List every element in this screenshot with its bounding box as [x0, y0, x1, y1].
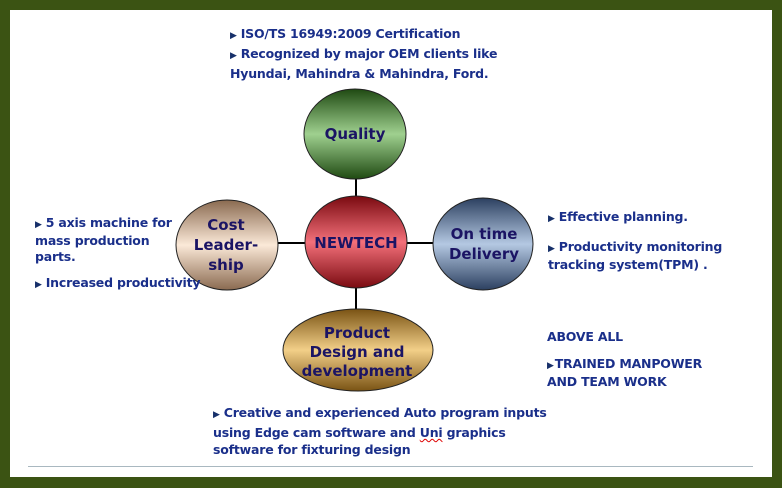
note-text: 5 axis machine for	[45, 215, 172, 230]
note-text: Effective planning.	[558, 209, 688, 224]
note-text: tracking system(TPM) .	[548, 257, 708, 272]
bullet-icon: ▶	[548, 244, 555, 254]
note-text: mass production	[35, 233, 150, 248]
above-all-notes: ABOVE ALL ▶TRAINED MANPOWER AND TEAM WOR…	[547, 329, 702, 390]
product-label-1: Product	[324, 324, 390, 342]
cost-notes: ▶5 axis machine for mass production part…	[35, 215, 201, 293]
delivery-notes: ▶Effective planning. ▶Productivity monit…	[548, 209, 722, 273]
bullet-icon: ▶	[548, 214, 555, 224]
note-text: ISO/TS 16949:2009 Certification	[240, 26, 461, 41]
bullet-icon: ▶	[230, 31, 237, 41]
product-notes: ▶Creative and experienced Auto program i…	[213, 404, 547, 458]
note-text: Hyundai, Mahindra & Mahindra, Ford.	[230, 66, 489, 81]
note-text: Uni	[419, 425, 443, 440]
note-text: parts.	[35, 249, 76, 264]
bullet-icon: ▶	[213, 410, 220, 420]
product-label-3: development	[302, 362, 413, 380]
note-text: Increased productivity	[45, 275, 201, 290]
note-text: AND TEAM WORK	[547, 374, 667, 389]
node-quality	[303, 88, 407, 180]
product-label-2: Design and	[310, 343, 405, 361]
bullet-icon: ▶	[35, 220, 42, 230]
bullet-icon: ▶	[547, 361, 554, 371]
delivery-label-2: Delivery	[449, 245, 519, 263]
node-cost	[175, 199, 279, 291]
connectors	[278, 178, 434, 311]
bullet-icon: ▶	[230, 51, 237, 61]
quality-label: Quality	[325, 125, 386, 143]
footer-divider	[28, 466, 753, 467]
note-text: graphics	[442, 425, 506, 440]
cost-label-2: Leader-	[194, 236, 258, 254]
newtech-label: NEWTECH	[314, 234, 397, 252]
node-product	[282, 308, 434, 392]
quality-notes: ▶ISO/TS 16949:2009 Certification ▶Recogn…	[230, 25, 497, 82]
note-text: Productivity monitoring	[558, 239, 723, 254]
cost-label-1: Cost	[207, 216, 244, 234]
note-text: Recognized by major OEM clients like	[240, 46, 498, 61]
cost-label-3: ship	[208, 256, 244, 274]
note-text: using Edge cam software and	[213, 425, 420, 440]
above-all-heading: ABOVE ALL	[547, 329, 623, 344]
node-delivery	[432, 197, 534, 291]
node-newtech	[304, 195, 408, 289]
bullet-icon: ▶	[35, 280, 42, 290]
note-text: TRAINED MANPOWER	[554, 356, 703, 371]
note-text: software for fixturing design	[213, 442, 411, 457]
delivery-label-1: On time	[451, 225, 518, 243]
note-text: Creative and experienced Auto program in…	[223, 405, 547, 420]
